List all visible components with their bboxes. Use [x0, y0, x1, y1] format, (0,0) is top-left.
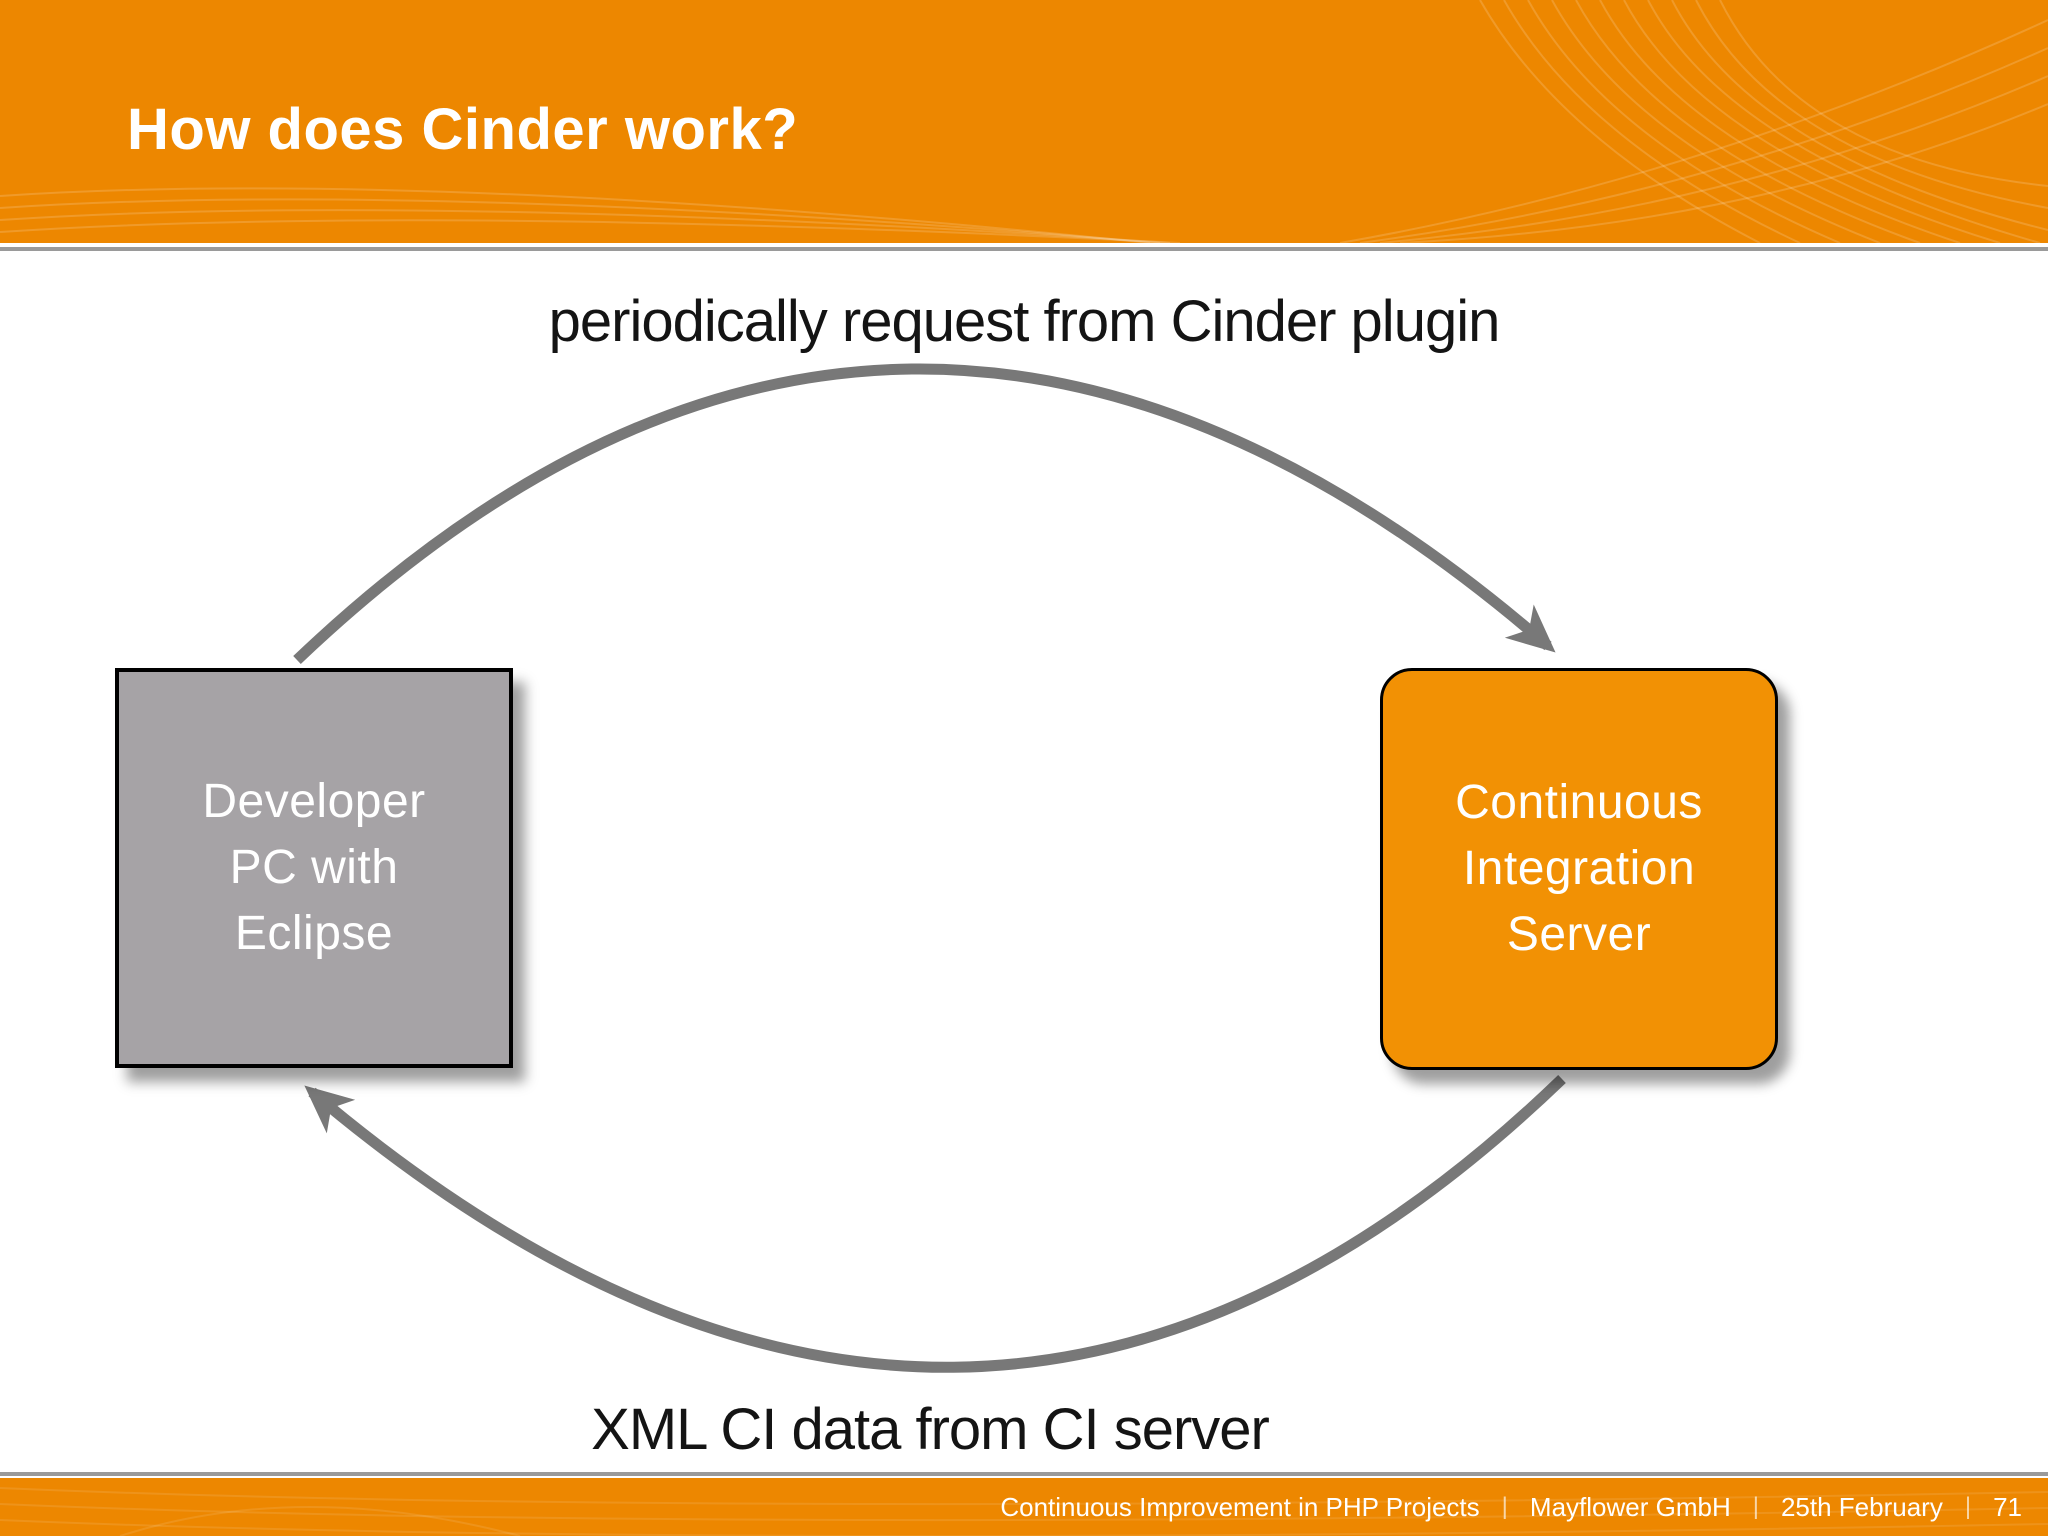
footer-item-company: Mayflower GmbH: [1529, 1491, 1731, 1522]
footer-item-presentation-title: Continuous Improvement in PHP Projects: [1000, 1491, 1480, 1522]
slide-footer: Continuous Improvement in PHP Projects |…: [0, 1478, 2048, 1536]
footer-swoosh-decoration-icon: [0, 1487, 2048, 1536]
header-divider-gap: [0, 243, 2048, 247]
developer-pc-box-line: Eclipse: [234, 907, 394, 960]
top-arrow-label: periodically request from Cinder plugin: [548, 289, 1501, 354]
header-divider-line: [0, 247, 2048, 251]
developer-pc-box-line: Developer: [202, 775, 426, 828]
swoosh-decoration-icon: [0, 0, 2048, 243]
slide-header: How does Cinder work?: [0, 0, 2048, 243]
footer-separator: |: [1752, 1493, 1759, 1520]
developer-pc-box-line: PC with: [229, 841, 399, 894]
footer-item-page-number: 71: [1993, 1491, 2022, 1522]
bottom-arrow-label: XML CI data from CI server: [591, 1397, 1270, 1462]
ci-server-box-line: Server: [1506, 908, 1652, 961]
ci-server-box-line: Continuous: [1455, 776, 1703, 829]
slide-title: How does Cinder work?: [127, 97, 799, 162]
bottom-arrow: [304, 1075, 1566, 1373]
top-arrow: [293, 363, 1556, 664]
developer-pc-box: Developer PC with Eclipse: [115, 668, 513, 1068]
footer-divider-line: [0, 1472, 2048, 1476]
ci-server-box: Continuous Integration Server: [1380, 668, 1778, 1070]
footer-item-date: 25th February: [1780, 1491, 1943, 1522]
ci-server-box-line: Integration: [1462, 842, 1696, 895]
footer-separator: |: [1964, 1493, 1972, 1520]
footer-separator: |: [1501, 1493, 1508, 1520]
